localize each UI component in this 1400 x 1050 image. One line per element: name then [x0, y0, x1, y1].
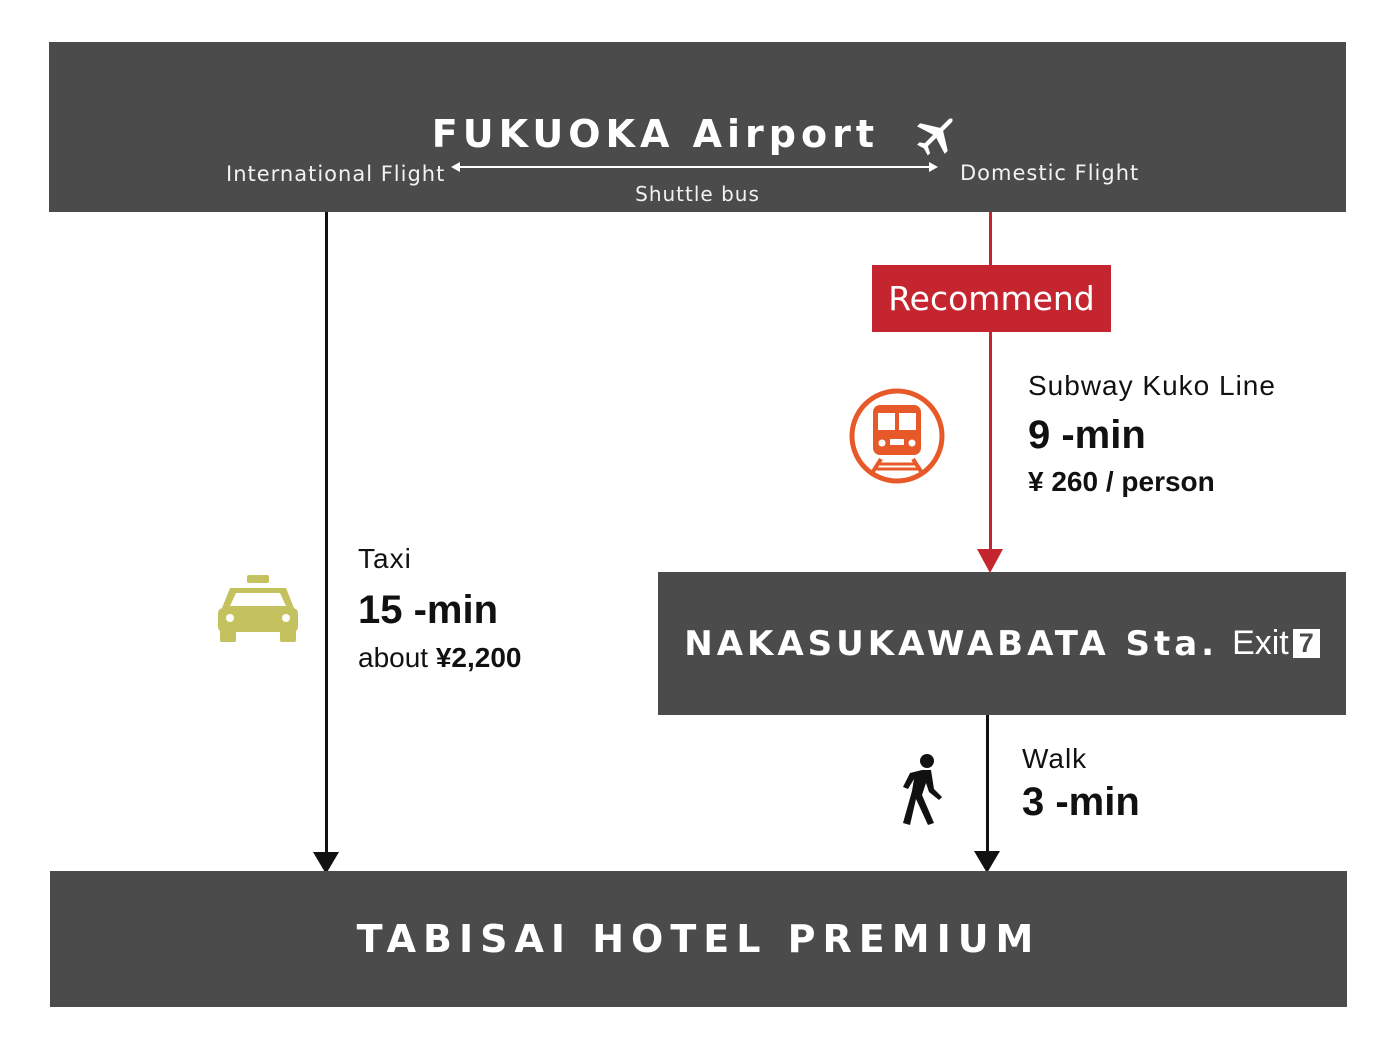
- walk-time: 3 -min: [1022, 780, 1140, 824]
- subway-route-line: [989, 212, 992, 552]
- walk-route-arrowhead: [974, 851, 1000, 873]
- subway-route-arrowhead: [977, 549, 1003, 573]
- airplane-icon: [917, 117, 954, 156]
- station-title: NAKASUKAWABATA Sta. Exit 7: [658, 572, 1346, 715]
- exit-number-badge: 7: [1292, 629, 1320, 658]
- airport-title-text: FUKUOKA Airport: [431, 112, 879, 156]
- domestic-flight-label: Domestic Flight: [960, 161, 1140, 185]
- taxi-icon: [218, 575, 298, 642]
- subway-time: 9 -min: [1028, 413, 1146, 457]
- walk-route-line: [986, 715, 989, 855]
- subway-price: ¥ 260 / person: [1028, 466, 1215, 498]
- hotel-box: TABISAI HOTEL PREMIUM: [50, 871, 1347, 1007]
- shuttle-arrow-right-head: [929, 162, 938, 172]
- train-icon: [849, 388, 945, 484]
- airport-box: FUKUOKA Airport Shuttle bus Internationa…: [49, 42, 1346, 212]
- airport-title: FUKUOKA Airport: [49, 108, 1346, 160]
- taxi-label: Taxi: [358, 543, 412, 574]
- international-flight-label: International Flight: [226, 162, 446, 186]
- shuttle-arrow: [457, 166, 935, 168]
- recommend-badge: Recommend: [872, 265, 1111, 332]
- shuttle-bus-label: Shuttle bus: [635, 182, 760, 206]
- taxi-route-line: [325, 212, 328, 856]
- walking-person-icon: [903, 754, 942, 825]
- taxi-price-prefix: about: [358, 642, 436, 673]
- taxi-route-arrowhead: [313, 852, 339, 874]
- taxi-price-value: ¥2,200: [435, 642, 522, 673]
- subway-price-value: ¥ 260 / person: [1028, 466, 1215, 497]
- shuttle-arrow-left-head: [451, 162, 460, 172]
- subway-line-name: Subway Kuko Line: [1028, 370, 1276, 401]
- taxi-price: about ¥2,200: [358, 642, 522, 674]
- taxi-time: 15 -min: [358, 588, 499, 632]
- walk-label: Walk: [1022, 743, 1088, 774]
- hotel-name: TABISAI HOTEL PREMIUM: [356, 917, 1041, 961]
- station-exit-label: Exit: [1232, 624, 1289, 662]
- station-box: NAKASUKAWABATA Sta. Exit 7: [658, 572, 1346, 715]
- station-name: NAKASUKAWABATA Sta.: [684, 623, 1219, 664]
